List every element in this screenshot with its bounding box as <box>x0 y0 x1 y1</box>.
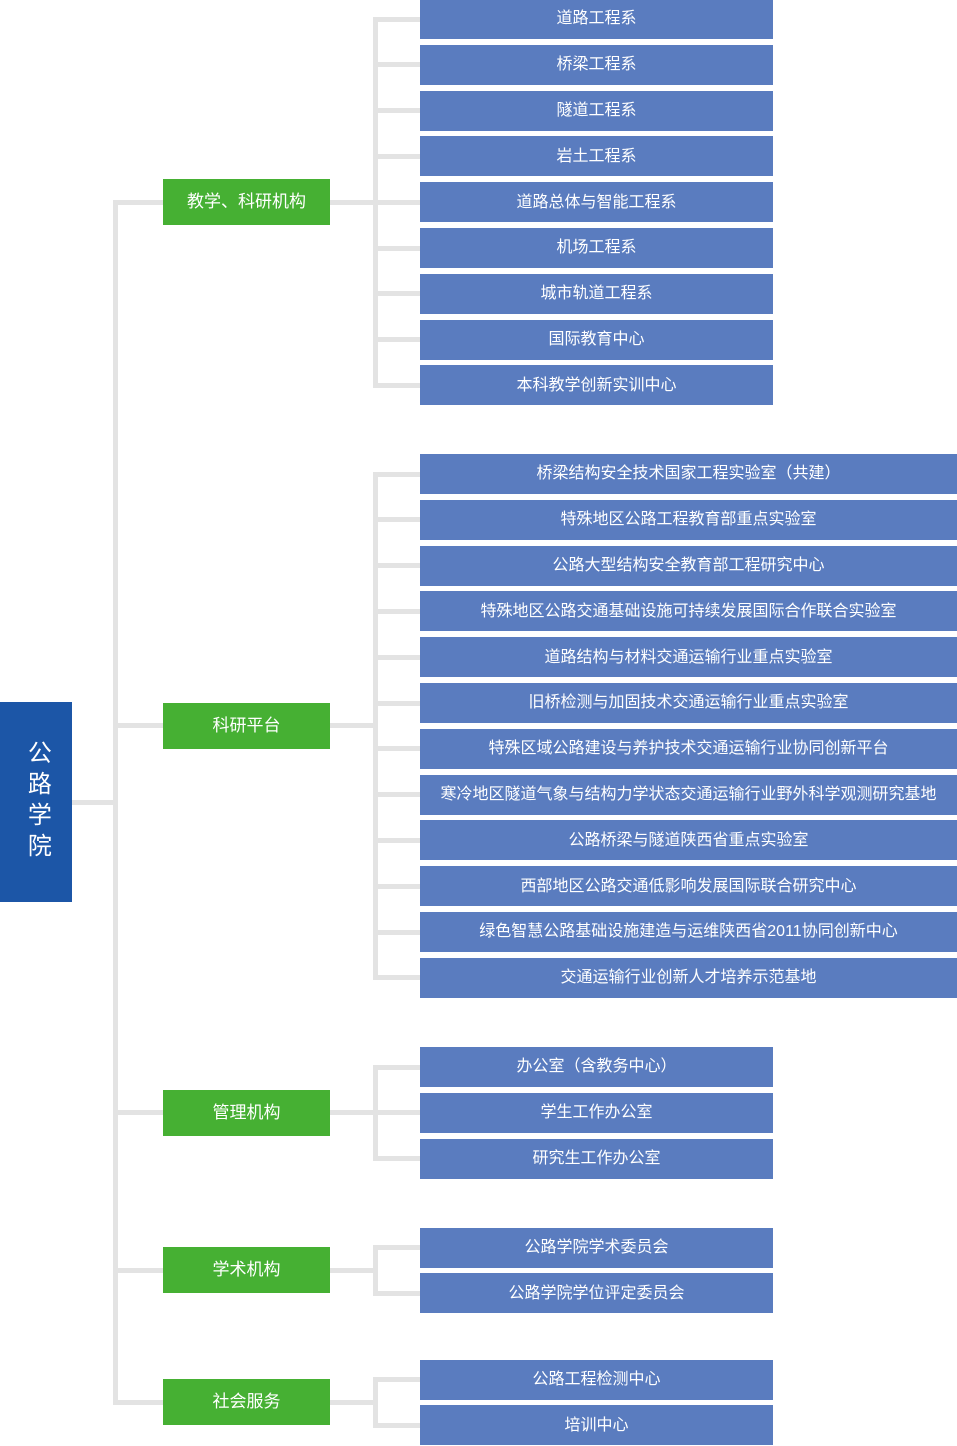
root-node: 公路学院 <box>0 702 72 903</box>
item-node: 交通运输行业创新人才培养示范基地 <box>420 957 957 998</box>
connector-line <box>372 792 420 798</box>
item-node: 本科教学创新实训中心 <box>420 365 773 406</box>
connector-line <box>372 1110 420 1116</box>
connector-line <box>112 1267 163 1273</box>
connector-line <box>372 1064 420 1070</box>
connector-line <box>330 1399 378 1405</box>
connector-line <box>372 700 420 706</box>
category-node: 社会服务 <box>163 1379 330 1426</box>
connector-line <box>372 1156 420 1162</box>
connector-line <box>372 1377 420 1382</box>
connector-line <box>372 746 420 752</box>
connector-line <box>372 108 420 114</box>
connector-line <box>112 723 163 729</box>
item-node: 西部地区公路交通低影响发展国际联合研究中心 <box>420 866 957 907</box>
item-node: 公路大型结构安全教育部工程研究中心 <box>420 545 957 586</box>
connector-line <box>372 837 420 843</box>
item-node: 机场工程系 <box>420 228 773 268</box>
item-node: 研究生工作办公室 <box>420 1138 773 1179</box>
item-node: 特殊地区公路工程教育部重点实验室 <box>420 499 957 540</box>
connector-line <box>372 608 420 614</box>
connector-line <box>372 199 420 205</box>
item-node: 公路学院学术委员会 <box>420 1227 773 1268</box>
connector-line <box>112 1110 163 1116</box>
item-node: 隧道工程系 <box>420 90 773 131</box>
connector-line <box>372 471 420 477</box>
item-node: 国际教育中心 <box>420 319 773 360</box>
item-node: 办公室（含教务中心） <box>420 1047 773 1087</box>
connector-line <box>372 16 420 22</box>
connector-line <box>372 1377 378 1428</box>
connector-line <box>372 382 420 388</box>
category-node: 教学、科研机构 <box>163 179 330 226</box>
connector-line <box>372 975 420 981</box>
item-node: 特殊区域公路建设与养护技术交通运输行业协同创新平台 <box>420 728 957 769</box>
connector-line <box>330 1267 378 1273</box>
item-node: 岩土工程系 <box>420 136 773 177</box>
connector-line <box>372 337 420 343</box>
connector-line <box>330 723 378 729</box>
category-node: 学术机构 <box>163 1247 330 1294</box>
category-node: 管理机构 <box>163 1089 330 1136</box>
connector-line <box>372 929 420 935</box>
item-node: 桥梁结构安全技术国家工程实验室（共建） <box>420 454 957 494</box>
item-node: 桥梁工程系 <box>420 44 773 85</box>
connector-line <box>372 471 378 981</box>
item-node: 绿色智慧公路基础设施建造与运维陕西省2011协同创新中心 <box>420 912 957 952</box>
connector-line <box>372 245 420 251</box>
connector-line <box>372 291 420 297</box>
connector-line <box>372 153 420 159</box>
item-node: 特殊地区公路交通基础设施可持续发展国际合作联合实验室 <box>420 591 957 632</box>
item-node: 学生工作办公室 <box>420 1092 773 1133</box>
connector-line <box>372 62 420 68</box>
item-node: 公路学院学位评定委员会 <box>420 1273 773 1314</box>
connector-line <box>372 563 420 569</box>
connector-line <box>112 1399 163 1405</box>
category-node: 科研平台 <box>163 702 330 749</box>
connector-line <box>72 799 118 805</box>
item-node: 道路工程系 <box>420 0 773 39</box>
connector-line <box>372 654 420 660</box>
item-node: 公路工程检测中心 <box>420 1359 773 1400</box>
item-node: 道路总体与智能工程系 <box>420 182 773 223</box>
item-node: 寒冷地区隧道气象与结构力学状态交通运输行业野外科学观测研究基地 <box>420 774 957 815</box>
connector-line <box>372 1245 378 1296</box>
item-node: 旧桥检测与加固技术交通运输行业重点实验室 <box>420 683 957 723</box>
connector-line <box>372 1422 420 1428</box>
connector-line <box>372 1245 420 1250</box>
item-node: 城市轨道工程系 <box>420 273 773 314</box>
connector-line <box>372 517 420 523</box>
connector-line <box>372 883 420 889</box>
connector-line <box>372 1290 420 1296</box>
item-node: 公路桥梁与隧道陕西省重点实验室 <box>420 820 957 861</box>
item-node: 培训中心 <box>420 1405 773 1446</box>
connector-line <box>330 199 378 205</box>
item-node: 道路结构与材料交通运输行业重点实验室 <box>420 637 957 678</box>
connector-line <box>330 1110 378 1116</box>
connector-line <box>112 199 163 205</box>
